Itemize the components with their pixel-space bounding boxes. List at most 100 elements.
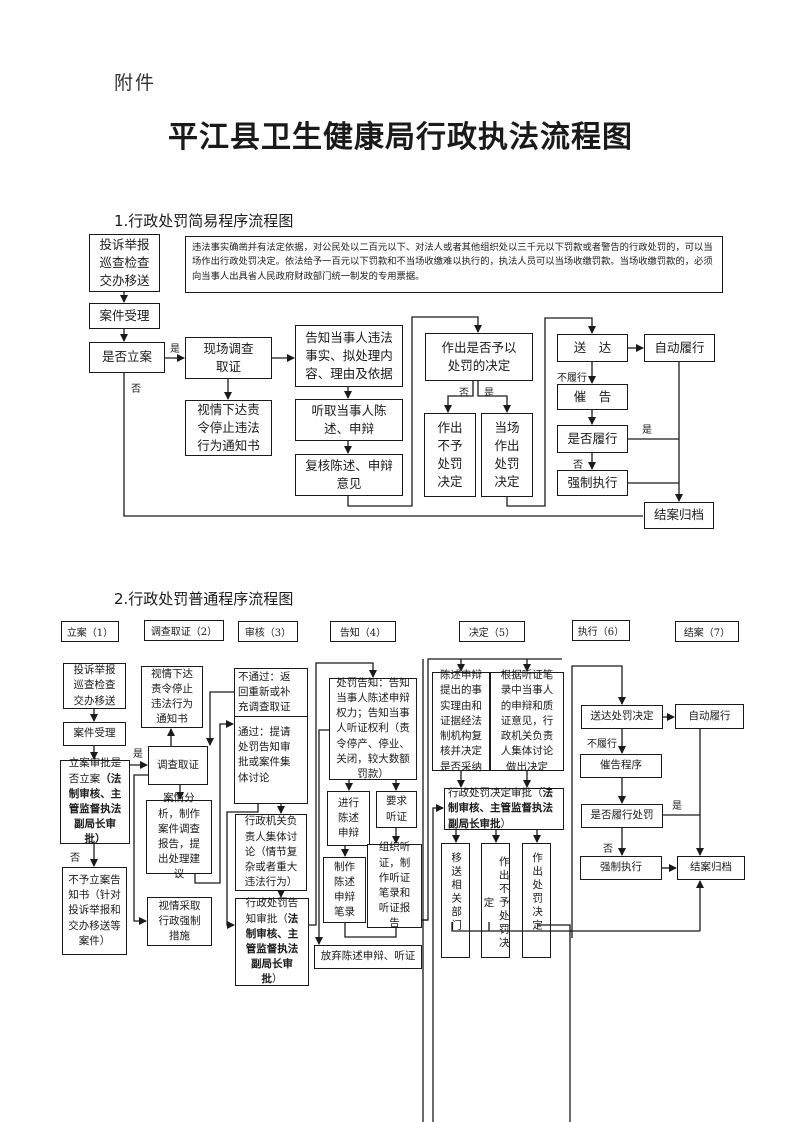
s2-collective-text: 行政机关负责人集体讨论（情节复杂或者重大违法行为）: [244, 815, 298, 889]
s1-archive-box: 结案归档: [644, 502, 714, 529]
s2-accept-box: 案件受理: [63, 722, 126, 746]
s2-enforce-box: 强制执行: [580, 856, 662, 880]
s2-waive-box: 放弃陈述申辩、听证: [314, 945, 422, 969]
s2-decision-approval-text: 行政处罚决定审批（: [448, 787, 543, 800]
s2-decision-approval-content: 行政处罚决定审批（法制审核、主管监督执法副局长审批）: [448, 786, 556, 832]
s2-hearing-box: 组织听证，制作听证笔录和听证报告: [367, 841, 422, 929]
s2-case-analysis-box: 案情分析，制作案件调查报告，提出处理建议: [146, 792, 212, 880]
s1-onsite-investigation-text: 现场调查取证: [203, 340, 254, 374]
s2-deliver-box: 送达处罚决定: [581, 705, 663, 729]
s1-not-performed-label: 不履行: [557, 373, 587, 384]
s1-decide-penalty-text: 作出是否予以处罚的决定: [441, 339, 517, 373]
s2-notice-approval-end: ）: [272, 973, 283, 986]
s1-notify-party-text: 告知当事人违法事实、拟处理内容、理由及依据: [305, 329, 393, 382]
s2-no-label-2: 否: [603, 844, 613, 855]
s2-statement-box: 进行陈述申辩: [327, 791, 370, 846]
s1-source-text: 投诉举报巡查检查交办移送: [99, 236, 150, 289]
s1-decide-penalty-box: 作出是否予以处罚的决定: [425, 333, 533, 381]
s1-performed-box: 是否履行: [557, 425, 628, 453]
s2-yes-label-2: 是: [672, 801, 682, 812]
s1-file-case-text: 是否立案: [101, 349, 152, 365]
s2-review-statement-box: 陈述申辩提出的事实理由和证据经法制机构复核并决定是否采纳: [432, 669, 490, 773]
s1-review-statement-box: 复核陈述、申辩意见: [295, 454, 403, 496]
s1-no-label: 否: [131, 384, 141, 395]
section2-heading: 2.行政处罚普通程序流程图: [114, 590, 294, 608]
s1-performed-text: 是否履行: [567, 430, 618, 446]
s2-penalty-box: 作出处罚决定: [522, 843, 551, 958]
s1-no-penalty-box: 作出不予处罚决定: [424, 413, 476, 497]
s1-notify-party-box: 告知当事人违法事实、拟处理内容、理由及依据: [295, 325, 403, 387]
s2-auto-perform-box: 自动履行: [675, 704, 744, 729]
s2-pass-review-text: 通过：提请处罚告知审批或案件集体讨论: [238, 726, 291, 784]
s2-notice-approval-bold: 法制审核、主管监督执法副局长审批: [245, 912, 299, 986]
s2-collective-box: 行政机关负责人集体讨论（情节复杂或者重大违法行为）: [235, 814, 307, 891]
s2-performed-box: 是否履行处罚: [581, 804, 663, 828]
s1-order-stop-text: 视情下达责令停止违法行为通知书: [197, 401, 260, 454]
s2-transfer-box: 移送相关部门: [441, 843, 470, 958]
stage-header-5: 决定（5）: [459, 621, 525, 642]
s2-waive-text: 放弃陈述申辩、听证: [320, 950, 416, 963]
stage-header-1: 立案（1）: [61, 621, 119, 642]
s2-no-label: 否: [70, 853, 80, 864]
s1-accept-box: 案件受理: [89, 303, 160, 329]
s2-decision-approval-box: 行政处罚决定审批（法制审核、主管监督执法副局长审批）: [444, 786, 564, 832]
s2-enforce-text: 强制执行: [600, 861, 642, 874]
s1-urge-box: 催 告: [557, 384, 628, 410]
s1-urge-text: 催 告: [573, 388, 612, 404]
s2-fail-review-text: 不通过：返回重新或补充调查取证: [238, 670, 291, 714]
s2-deliver-text: 送达处罚决定: [590, 710, 654, 723]
s2-penalty-notice-box: 处罚告知：告知当事人陈述申辩权力；告知当事人听证权利（责令停产、停业、关闭，较大…: [329, 677, 417, 780]
s2-urge-box: 催告程序: [580, 754, 662, 778]
s2-yes-label: 是: [133, 749, 143, 760]
s2-archive-text: 结案归档: [690, 861, 732, 874]
s2-statement-record-box: 制作陈述申辩笔录: [323, 857, 366, 923]
s2-request-hearing-text: 要求听证: [386, 795, 407, 823]
s2-order-stop-text: 视情下达责令停止违法行为通知书: [151, 667, 193, 726]
s2-edge-fail-investigate: [206, 691, 234, 746]
s2-not-performed-label: 不履行: [587, 739, 617, 750]
s2-investigate-text: 调查取证: [157, 758, 199, 771]
s2-approve-case-box: 立案审批是否立案（法制审核、主管监督执法副局长审批）: [60, 757, 130, 845]
s2-approve-case-bold: （法制审核、主管监督执法副局长审批）: [68, 772, 122, 846]
s2-source-box: 投诉举报巡查检查交办移送: [63, 663, 126, 709]
s2-transfer-text: 移送相关部门: [450, 852, 463, 933]
s2-order-stop-box: 视情下达责令停止违法行为通知书: [141, 666, 203, 728]
s1-enforce-text: 强制执行: [567, 474, 618, 490]
s2-notice-approval-content: 行政处罚告知审批（法制审核、主管监督执法副局长审批）: [241, 896, 303, 987]
s1-review-statement-text: 复核陈述、申辩意见: [305, 457, 393, 491]
s2-statement-record-text: 制作陈述申辩笔录: [334, 860, 355, 919]
s2-accept-text: 案件受理: [73, 727, 116, 740]
s2-hearing-decision-text: 根据听证笔录中当事人的申辩和质证意见，行政机关负责人集体讨论做出决定: [500, 669, 554, 773]
stage-header-6: 执行（6）: [572, 620, 630, 641]
s2-pass-review-box: 通过：提请处罚告知审批或案件集体讨论: [234, 716, 308, 804]
s2-performed-text: 是否履行处罚: [590, 809, 654, 822]
s1-no-label-3: 否: [573, 460, 583, 471]
s2-hearing-text: 组织听证，制作听证笔录和听证报告: [378, 841, 411, 930]
s2-case-analysis-text: 案情分析，制作案件调查报告，提出处理建议: [158, 792, 200, 881]
s1-hear-statement-box: 听取当事人陈述、申辩: [295, 399, 403, 441]
stage-header-3: 审核（3）: [238, 621, 298, 642]
s2-no-penalty-box: 作出不予处罚决定: [481, 843, 510, 958]
s1-enforce-box: 强制执行: [557, 470, 628, 496]
s1-no-label-2: 否: [459, 388, 469, 399]
s2-coercive-text: 视情采取行政强制措施: [158, 899, 201, 943]
s2-no-case-notice-text: 不予立案告知书（针对投诉举报和交办移送等案件）: [68, 873, 121, 947]
s2-auto-perform-text: 自动履行: [688, 709, 731, 722]
s2-penalty-text: 作出处罚决定: [531, 852, 544, 933]
s2-urge-text: 催告程序: [600, 759, 642, 772]
s1-file-case-box: 是否立案: [89, 342, 165, 373]
s1-yes-label: 是: [170, 344, 180, 355]
page-title: 平江县卫生健康局行政执法流程图: [168, 120, 633, 155]
s1-deliver-box: 送 达: [557, 334, 628, 362]
s1-source-box: 投诉举报巡查检查交办移送: [89, 234, 160, 292]
s2-fail-review-box: 不通过：返回重新或补充调查取证: [234, 668, 308, 717]
s2-approve-case-text: 立案审批是否立案: [68, 757, 122, 785]
s2-notice-approval-box: 行政处罚告知审批（法制审核、主管监督执法副局长审批）: [235, 896, 309, 987]
attachment-label: 附件: [114, 72, 157, 94]
s2-request-hearing-box: 要求听证: [376, 791, 417, 828]
s2-statement-text: 进行陈述申辩: [338, 796, 359, 840]
stage-header-7: 结案（7）: [675, 621, 739, 642]
s1-yes-label-3: 是: [642, 425, 652, 436]
s2-approve-case-content: 立案审批是否立案（法制审核、主管监督执法副局长审批）: [67, 756, 123, 847]
s1-onsite-penalty-box: 当场作出处罚决定: [481, 413, 533, 497]
